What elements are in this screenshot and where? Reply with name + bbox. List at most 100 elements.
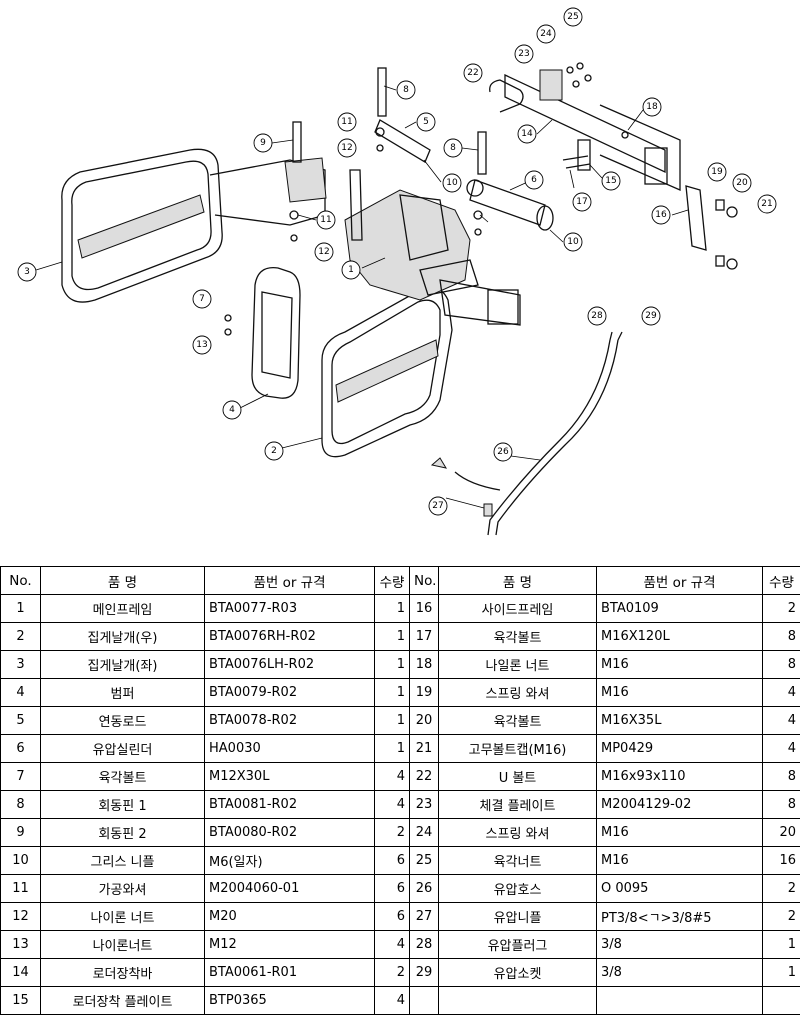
cell-no: 3 <box>1 651 41 679</box>
cell-code: M16x93x110 <box>597 763 763 791</box>
exploded-assembly-drawing: 1 2 3 4 5 6 7 8 8 9 10 10 11 11 12 12 13… <box>0 0 800 560</box>
header-code: 품번 or 규격 <box>205 567 375 595</box>
cell-no: 25 <box>410 847 439 875</box>
callout-10b: 10 <box>564 233 582 251</box>
cell-no: 12 <box>1 903 41 931</box>
cell-name: 유압실린더 <box>41 735 205 763</box>
cell-name: U 볼트 <box>439 763 597 791</box>
cell-code: BTA0079-R02 <box>205 679 375 707</box>
cell-qty: 20 <box>763 819 800 847</box>
cell-code: M16X35L <box>597 707 763 735</box>
svg-text:18: 18 <box>646 102 658 112</box>
cell-qty: 1 <box>375 595 410 623</box>
svg-text:3: 3 <box>24 267 30 277</box>
cell-code: HA0030 <box>205 735 375 763</box>
svg-text:16: 16 <box>655 210 667 220</box>
callout-4: 4 <box>223 401 241 419</box>
cell-no: 24 <box>410 819 439 847</box>
cell-name: 나이론너트 <box>41 931 205 959</box>
cell-no: 27 <box>410 903 439 931</box>
svg-text:29: 29 <box>645 311 657 321</box>
cell-code: BTA0077-R03 <box>205 595 375 623</box>
cell-empty <box>597 987 763 1015</box>
svg-text:2: 2 <box>271 446 277 456</box>
callout-27: 27 <box>429 497 447 515</box>
cell-code: BTP0365 <box>205 987 375 1015</box>
callout-2: 2 <box>265 442 283 460</box>
cell-code: BTA0109 <box>597 595 763 623</box>
callout-19: 19 <box>708 163 726 181</box>
callout-8b: 8 <box>444 139 462 157</box>
svg-text:17: 17 <box>576 197 587 207</box>
svg-text:15: 15 <box>605 176 616 186</box>
svg-text:9: 9 <box>260 138 266 148</box>
cell-name: 그리스 니플 <box>41 847 205 875</box>
cell-no: 11 <box>1 875 41 903</box>
cell-name: 육각너트 <box>439 847 597 875</box>
svg-text:4: 4 <box>229 405 235 415</box>
cell-code: BTA0080-R02 <box>205 819 375 847</box>
svg-text:10: 10 <box>567 237 579 247</box>
cell-name: 유압플러그 <box>439 931 597 959</box>
cell-name: 스프링 와셔 <box>439 679 597 707</box>
cell-no: 15 <box>1 987 41 1015</box>
callout-29: 29 <box>642 307 660 325</box>
svg-text:11: 11 <box>320 215 331 225</box>
cell-qty: 2 <box>375 959 410 987</box>
callout-9: 9 <box>254 134 272 152</box>
cell-no: 1 <box>1 595 41 623</box>
cell-name: 육각볼트 <box>439 623 597 651</box>
svg-text:24: 24 <box>540 29 552 39</box>
loader-mount-bar <box>490 70 680 190</box>
cell-name: 나이론 너트 <box>41 903 205 931</box>
cell-name: 로더장착바 <box>41 959 205 987</box>
cell-code: M16X120L <box>597 623 763 651</box>
svg-text:1: 1 <box>348 265 354 275</box>
callout-13: 13 <box>193 336 211 354</box>
cell-name: 유압니플 <box>439 903 597 931</box>
cell-qty: 8 <box>763 763 800 791</box>
cell-name: 집게날개(우) <box>41 623 205 651</box>
callout-26: 26 <box>494 443 512 461</box>
callout-18: 18 <box>643 98 661 116</box>
cell-qty: 1 <box>763 931 800 959</box>
cell-name: 육각볼트 <box>41 763 205 791</box>
cell-name: 메인프레임 <box>41 595 205 623</box>
cell-no: 28 <box>410 931 439 959</box>
cell-qty: 2 <box>763 875 800 903</box>
cell-qty: 6 <box>375 875 410 903</box>
cell-code: BTA0076RH-R02 <box>205 623 375 651</box>
callout-24: 24 <box>537 25 555 43</box>
svg-text:28: 28 <box>591 311 603 321</box>
cell-no: 10 <box>1 847 41 875</box>
cell-no: 22 <box>410 763 439 791</box>
cell-no: 4 <box>1 679 41 707</box>
cell-code: PT3/8<ㄱ>3/8#5 <box>597 903 763 931</box>
svg-text:23: 23 <box>518 49 529 59</box>
cell-name: 스프링 와셔 <box>439 819 597 847</box>
cell-no: 9 <box>1 819 41 847</box>
cell-no: 19 <box>410 679 439 707</box>
cell-code: M2004129-02 <box>597 791 763 819</box>
cell-qty: 2 <box>375 819 410 847</box>
cell-code: BTA0081-R02 <box>205 791 375 819</box>
cell-qty: 1 <box>763 959 800 987</box>
cell-code: M20 <box>205 903 375 931</box>
svg-text:26: 26 <box>497 447 509 457</box>
cell-qty: 4 <box>375 931 410 959</box>
cell-qty: 4 <box>763 735 800 763</box>
cell-qty: 4 <box>375 763 410 791</box>
callout-22: 22 <box>464 64 482 82</box>
svg-text:22: 22 <box>467 68 478 78</box>
cell-name: 나일론 너트 <box>439 651 597 679</box>
